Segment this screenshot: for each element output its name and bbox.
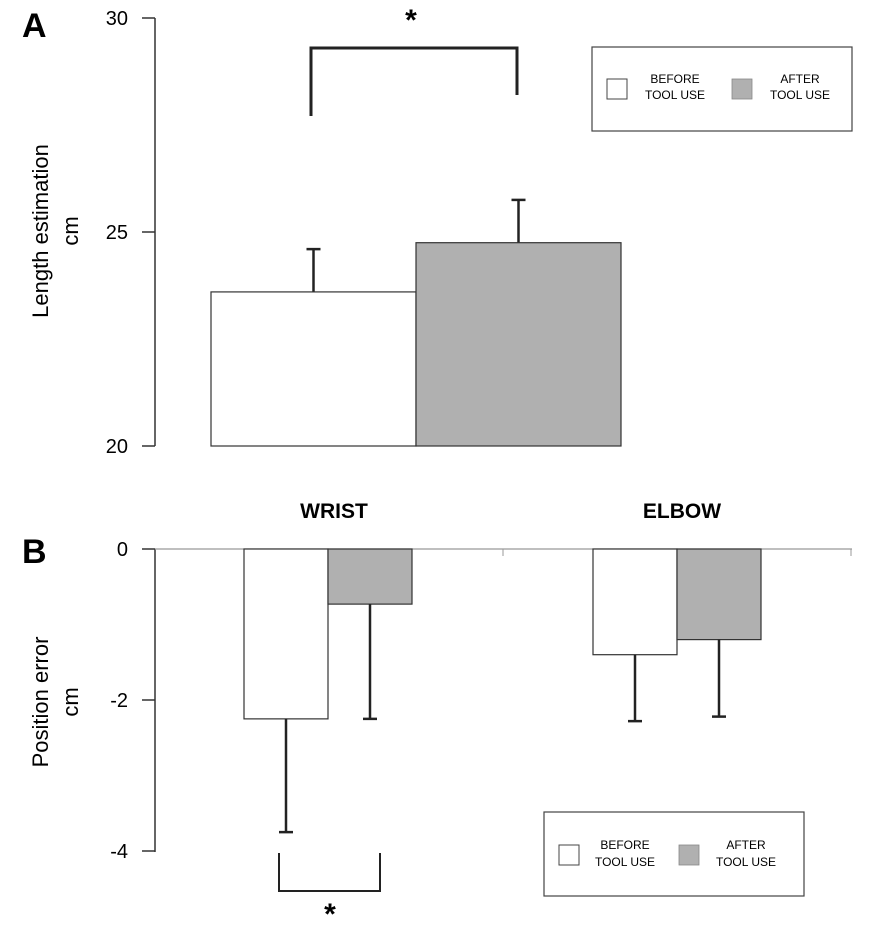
panel-a-ylabel-line2: cm xyxy=(58,216,83,245)
panel-b-chart: B Position error cm WRIST ELBOW 0 -2 -4 … xyxy=(22,500,852,931)
panel-a-label: A xyxy=(22,7,47,45)
panel-b-label: B xyxy=(22,533,47,571)
panel-a-legend-after-line2: TOOL USE xyxy=(770,88,830,102)
panel-b-error-bar xyxy=(628,654,642,723)
panel-b-bar xyxy=(243,548,329,720)
panel-b-ylabel-line1: Position error xyxy=(28,637,53,768)
panel-a-bar xyxy=(210,291,417,447)
panel-a-error-bar xyxy=(511,198,526,243)
panel-a-bar xyxy=(415,242,622,447)
panel-b-category-label-wrist: WRIST xyxy=(300,500,368,523)
panel-b-bars xyxy=(243,548,762,720)
panel-b-tick-label: -2 xyxy=(110,690,128,712)
panel-a-legend-before-line2: TOOL USE xyxy=(645,88,705,102)
panel-a-legend-after-line1: AFTER xyxy=(780,72,820,86)
panel-b-error-bar xyxy=(279,718,293,834)
panel-a-legend-box xyxy=(591,46,853,132)
panel-b-error-bars xyxy=(279,604,726,834)
panel-a-significance-bracket xyxy=(309,46,519,116)
panel-b-tick-label: 0 xyxy=(117,539,128,561)
panel-b-bar xyxy=(676,548,762,641)
panel-a-tick-label: 30 xyxy=(106,8,128,30)
panel-b-tick-label: -4 xyxy=(110,841,128,863)
panel-a-legend-swatch-after xyxy=(731,78,753,100)
panel-a-chart: A Length estimation cm 30 25 20 * BEFORE… xyxy=(22,4,853,458)
panel-b-legend-swatch-after xyxy=(678,844,700,866)
panel-b-legend-before-line1: BEFORE xyxy=(600,838,649,852)
panel-a-error-bars xyxy=(306,198,526,292)
panel-b-error-bar xyxy=(712,639,726,718)
panel-b-error-bar xyxy=(363,604,377,721)
panel-a-tick-label: 20 xyxy=(106,436,128,458)
panel-b-bar xyxy=(592,548,678,656)
panel-b-legend-after-line1: AFTER xyxy=(726,838,766,852)
panel-b-legend-before-line2: TOOL USE xyxy=(595,855,655,869)
panel-a-bars xyxy=(210,242,622,447)
panel-b-legend-swatch-before xyxy=(558,844,580,866)
panel-a-ylabel-line1: Length estimation xyxy=(28,144,53,318)
panel-b-significance-bracket xyxy=(278,853,381,892)
panel-a-legend-before-line1: BEFORE xyxy=(650,72,699,86)
panel-b-bar xyxy=(327,548,413,605)
panel-b-legend-box xyxy=(543,811,805,897)
panel-a-legend: BEFORE TOOL USE AFTER TOOL USE xyxy=(591,46,853,132)
panel-a-error-bar xyxy=(306,247,321,292)
panel-b-ylabel-line2: cm xyxy=(58,687,83,716)
panel-a-significance-star: * xyxy=(405,4,417,37)
panel-a-legend-swatch-before xyxy=(606,78,628,100)
panel-b-legend: BEFORE TOOL USE AFTER TOOL USE xyxy=(543,811,805,897)
panel-a-tick-label: 25 xyxy=(106,222,128,244)
panel-a-y-axis-label: Length estimation cm xyxy=(28,144,83,318)
panel-b-legend-after-line2: TOOL USE xyxy=(716,855,776,869)
panel-b-y-axis-label: Position error cm xyxy=(28,637,83,768)
panel-b-significance-star: * xyxy=(324,898,336,931)
panel-b-category-label-elbow: ELBOW xyxy=(643,500,721,523)
